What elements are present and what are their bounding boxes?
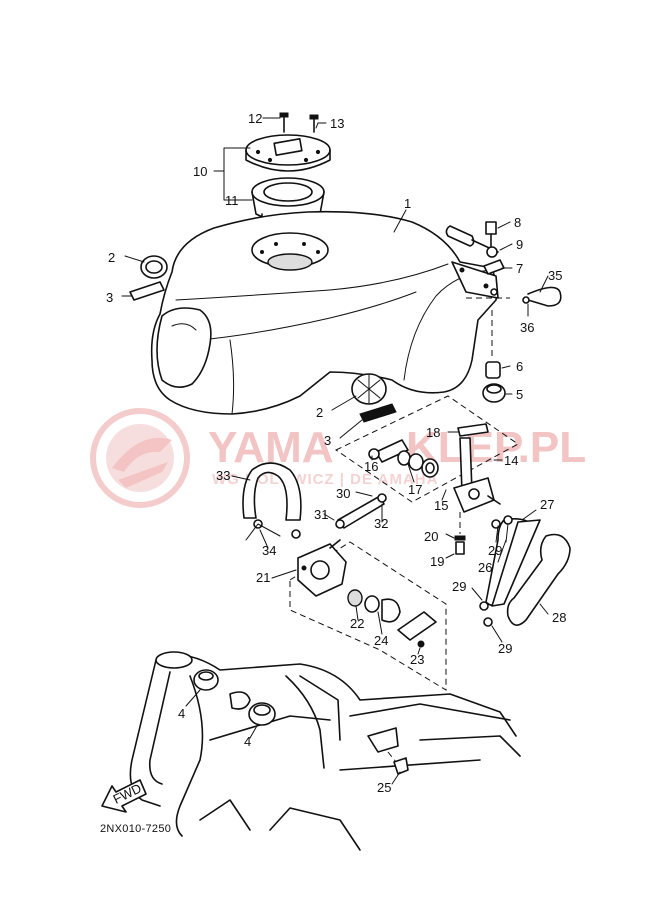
part-number-3-upper: 3 <box>106 290 113 305</box>
part-number-21: 21 <box>256 570 270 585</box>
part-number-4-left: 4 <box>178 706 185 721</box>
fuel-tank <box>150 210 510 415</box>
watermark-logo <box>90 408 190 508</box>
part-number-23: 23 <box>410 652 424 667</box>
part-number-29-upper: 29 <box>488 543 502 558</box>
part-number-14: 14 <box>504 453 518 468</box>
fuel-cock-group <box>335 395 519 555</box>
part-number-32: 32 <box>374 516 388 531</box>
part-number-30: 30 <box>336 486 350 501</box>
part-number-2-upper: 2 <box>108 250 115 265</box>
part-number-17: 17 <box>408 482 422 497</box>
part-number-31: 31 <box>314 507 328 522</box>
part-number-3-lower: 3 <box>324 433 331 448</box>
part-number-20: 20 <box>424 529 438 544</box>
part-number-9: 9 <box>516 237 523 252</box>
part-number-33: 33 <box>216 468 230 483</box>
part-number-13: 13 <box>330 116 344 131</box>
part-number-34: 34 <box>262 543 276 558</box>
part-number-1: 1 <box>404 196 411 211</box>
front-direction-arrow: FWD <box>101 779 147 813</box>
part-number-19: 19 <box>430 554 444 569</box>
rear-mount-parts <box>445 221 562 403</box>
part-number-8: 8 <box>514 215 521 230</box>
part-number-36: 36 <box>520 320 534 335</box>
part-number-11: 11 <box>225 193 239 208</box>
part-number-labels: 1 2 2 3 3 4 4 5 6 7 8 9 10 11 12 13 14 1… <box>106 111 566 795</box>
part-number-15: 15 <box>434 498 448 513</box>
part-number-27: 27 <box>540 497 554 512</box>
part-number-22: 22 <box>350 616 364 631</box>
fuel-hoses <box>479 515 571 627</box>
part-number-29-middle: 29 <box>452 579 466 594</box>
part-number-4-right: 4 <box>244 734 251 749</box>
part-number-26: 26 <box>478 560 492 575</box>
part-number-7: 7 <box>516 261 523 276</box>
part-number-12: 12 <box>248 111 262 126</box>
part-number-18: 18 <box>426 425 440 440</box>
part-number-10: 10 <box>193 164 207 179</box>
emblem-parts-left <box>129 255 397 423</box>
part-number-25: 25 <box>377 780 391 795</box>
diagram-code: 2NX010-7250 <box>100 823 171 835</box>
part-number-5: 5 <box>516 387 523 402</box>
fuel-pump-group <box>242 462 447 691</box>
watermark-tagline: WG HOLOWICZ | DE AMAHA <box>212 471 438 488</box>
part-number-35: 35 <box>548 268 562 283</box>
part-number-6: 6 <box>516 359 523 374</box>
motorcycle-frame <box>129 651 521 851</box>
part-number-16: 16 <box>364 459 378 474</box>
part-number-24: 24 <box>374 633 388 648</box>
leader-lines <box>121 117 549 785</box>
part-number-2-lower: 2 <box>316 405 323 420</box>
part-number-28: 28 <box>552 610 566 625</box>
part-number-29-lower: 29 <box>498 641 512 656</box>
